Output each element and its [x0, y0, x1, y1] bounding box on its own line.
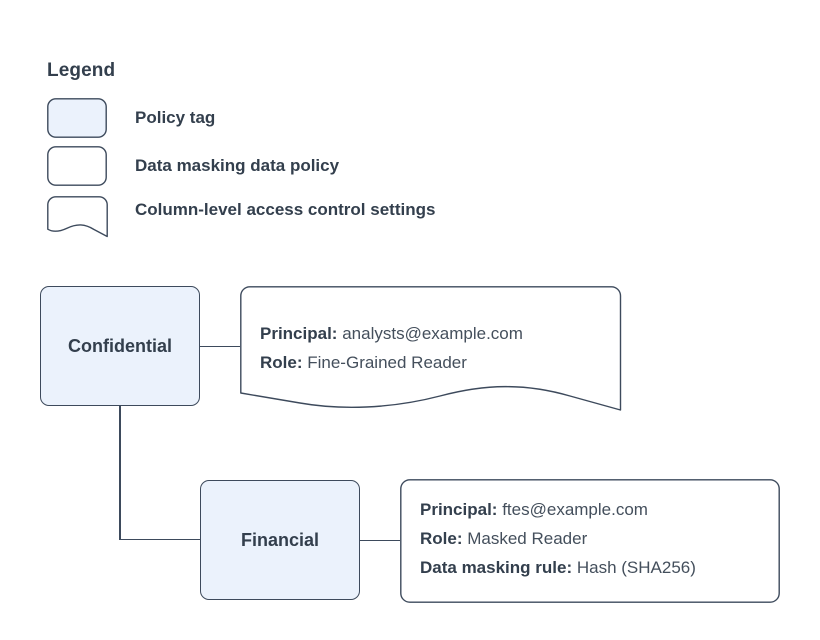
callout-row-value: Masked Reader	[467, 529, 588, 548]
callout-row-key: Role:	[420, 529, 463, 548]
callout-confidential-access-settings[interactable]: Principal: analysts@example.com Role: Fi…	[240, 286, 622, 412]
callout-row-value: Fine-Grained Reader	[307, 353, 467, 372]
legend-item-label: Data masking data policy	[135, 156, 340, 175]
edge-confidential-to-financial-vertical	[119, 406, 121, 539]
node-label: Financial	[240, 529, 320, 550]
policy-tag-swatch-icon	[47, 98, 107, 138]
callout-row-key: Principal:	[420, 500, 498, 519]
node-label: Confidential	[68, 335, 172, 356]
callout-row: Role: Masked Reader	[420, 524, 696, 553]
callout-row: Role: Fine-Grained Reader	[260, 348, 523, 377]
callout-shape-rect	[400, 479, 780, 603]
callout-financial-masking-policy[interactable]: Principal: ftes@example.com Role: Masked…	[400, 479, 780, 603]
node-confidential[interactable]: Confidential	[40, 286, 200, 406]
callout-row: Principal: ftes@example.com	[420, 495, 696, 524]
legend-item-label: Policy tag	[135, 108, 216, 127]
legend-title: Legend	[47, 60, 116, 81]
column-access-settings-swatch-icon	[47, 196, 108, 238]
callout-row: Data masking rule: Hash (SHA256)	[420, 553, 696, 582]
data-masking-policy-swatch-icon	[47, 146, 107, 186]
callout-text: Principal: ftes@example.com Role: Masked…	[420, 495, 696, 582]
callout-row: Principal: analysts@example.com	[260, 319, 523, 348]
legend-item-label: Column-level access control settings	[135, 200, 436, 219]
callout-row-value: Hash (SHA256)	[576, 558, 696, 577]
edge-confidential-to-financial-horizontal	[119, 538, 201, 540]
callout-row-key: Principal:	[260, 324, 338, 343]
callout-row-key: Data masking rule:	[420, 558, 573, 577]
callout-row-key: Role:	[260, 353, 303, 372]
edge-confidential-to-settings	[200, 345, 240, 347]
callout-row-value: analysts@example.com	[342, 324, 523, 343]
node-financial[interactable]: Financial	[200, 480, 360, 600]
callout-row-value: ftes@example.com	[502, 500, 648, 519]
callout-text: Principal: analysts@example.com Role: Fi…	[260, 319, 523, 377]
edge-financial-to-policy	[360, 539, 400, 541]
callout-shape-wavy	[240, 286, 622, 411]
